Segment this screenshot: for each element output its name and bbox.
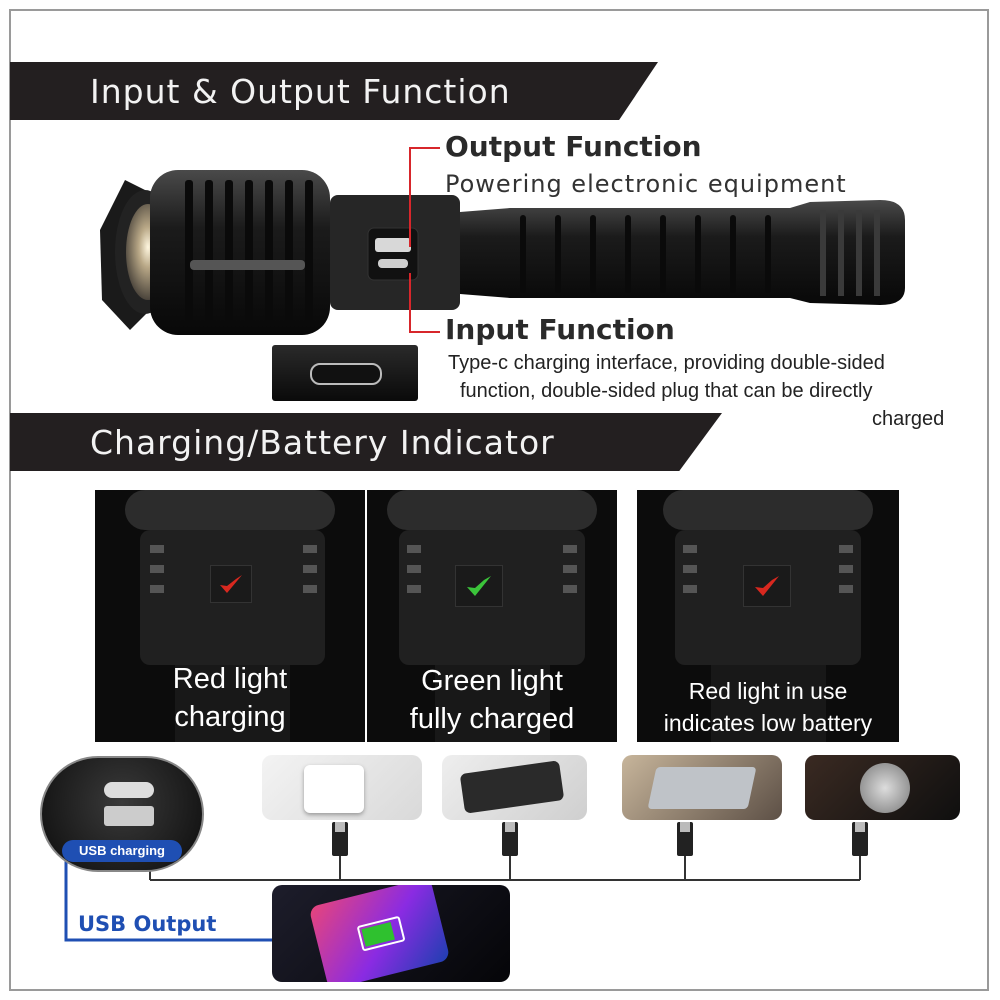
- input-desc-line2: function, double-sided plug that can be …: [460, 380, 873, 402]
- indicator-light: [743, 565, 791, 607]
- section-title-indicator: Charging/Battery Indicator: [90, 422, 555, 462]
- section-title-io: Input & Output Function: [90, 71, 511, 111]
- indicator-caption: Red light in use indicates low battery: [637, 675, 899, 739]
- laptop-icon: [647, 767, 757, 809]
- check-icon: [220, 575, 242, 593]
- output-function-desc: Powering electronic equipment: [445, 170, 847, 198]
- power-bank-icon: [459, 760, 565, 814]
- usb-output-label: USB Output: [78, 912, 217, 936]
- car-port-icon: [860, 763, 910, 813]
- phone-screen: [308, 885, 451, 982]
- indicator-caption-line1: Red light in use: [688, 678, 848, 704]
- indicator-caption: Red light charging: [95, 660, 365, 736]
- flashlight-tail-image: [387, 490, 597, 742]
- car-charger-image: [805, 755, 960, 820]
- input-desc-line3: charged: [872, 408, 945, 430]
- indicator-caption-line2: indicates low battery: [663, 710, 873, 736]
- phone-charging-image: [272, 885, 510, 982]
- wall-charger-image: [262, 755, 422, 820]
- flashlight-image: [100, 170, 905, 335]
- section-banner-io: Input & Output Function: [10, 62, 658, 120]
- battery-icon: [356, 915, 406, 952]
- indicator-light: [455, 565, 503, 607]
- indicator-caption-line1: Red light: [172, 663, 288, 695]
- usb-a-port-icon: [104, 806, 154, 826]
- image-frame: [9, 9, 989, 991]
- laptop-image: [622, 755, 782, 820]
- indicator-light: [210, 565, 252, 603]
- input-function-title: Input Function: [445, 313, 675, 346]
- usb-connection-diagram: [64, 822, 868, 942]
- indicator-panel-green-full: Green light fully charged: [367, 490, 617, 742]
- input-desc-line1: Type-c charging interface, providing dou…: [448, 352, 885, 374]
- indicator-panel-red-charging: Red light charging: [95, 490, 365, 742]
- check-icon: [755, 576, 779, 596]
- indicator-caption-line1: Green light: [421, 665, 563, 697]
- usb-charging-label: USB charging: [62, 840, 182, 862]
- callout-lines: [409, 147, 440, 333]
- usb-c-port-icon: [104, 782, 154, 798]
- check-icon: [467, 576, 491, 596]
- section-banner-indicator: Charging/Battery Indicator: [10, 413, 722, 471]
- indicator-panel-red-low: Red light in use indicates low battery: [637, 490, 899, 742]
- battery-fill: [361, 921, 395, 947]
- type-c-port-image: [272, 345, 418, 401]
- indicator-caption-line2: charging: [174, 701, 286, 733]
- type-c-port-icon: [310, 363, 382, 385]
- usb-charging-inset: USB charging: [40, 756, 204, 872]
- power-bank-image: [442, 755, 587, 820]
- output-function-title: Output Function: [445, 130, 702, 163]
- indicator-caption-line2: fully charged: [409, 703, 575, 735]
- indicator-caption: Green light fully charged: [367, 662, 617, 738]
- charger-icon: [304, 765, 364, 813]
